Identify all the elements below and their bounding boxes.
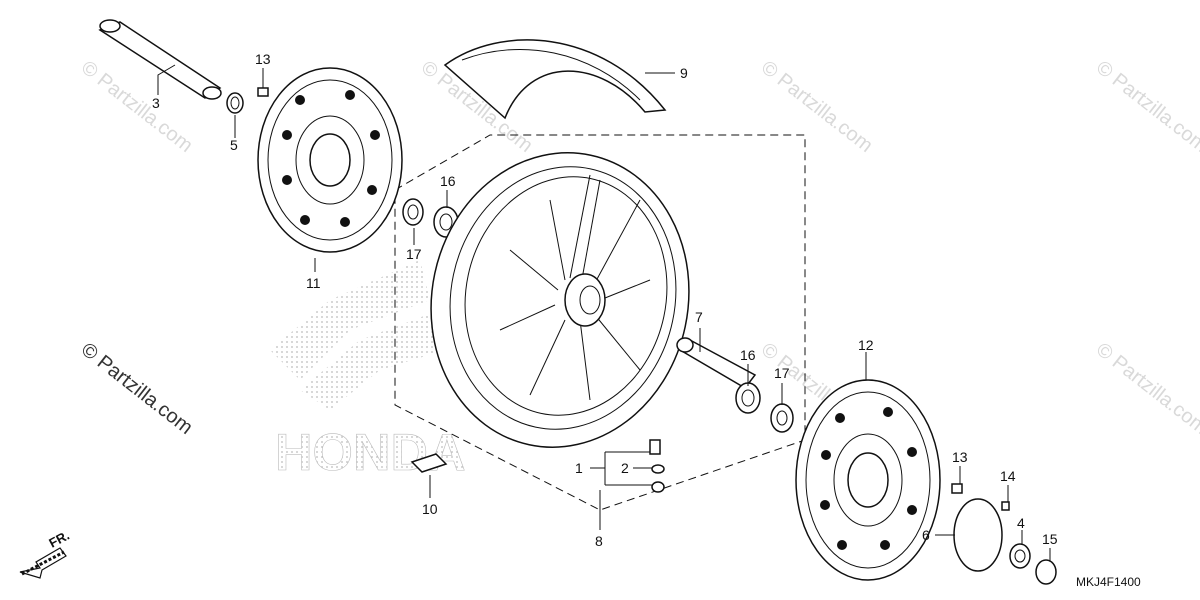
balance-weight [410, 453, 448, 473]
axle-nut [1035, 559, 1057, 585]
disc-bolt-left [257, 87, 269, 97]
direction-label: FR. [46, 528, 72, 551]
callout-15: 15 [1042, 531, 1058, 547]
watermark-top-right: © Partzilla.com [757, 57, 877, 157]
callout-13-top: 13 [255, 51, 271, 67]
collar-right [1009, 543, 1031, 569]
callout-16-right: 16 [740, 347, 756, 363]
distance-collar [676, 337, 757, 389]
callout-13-right: 13 [952, 449, 968, 465]
watermark-far-right: © Partzilla.com [1092, 57, 1200, 157]
pulser-ring [953, 498, 1003, 572]
pulser-screw [1001, 501, 1010, 511]
callout-1: 1 [575, 460, 583, 476]
callout-14: 14 [1000, 468, 1016, 484]
callout-11: 11 [306, 275, 321, 291]
axle [98, 19, 222, 100]
honda-logo-text: HONDA [275, 424, 466, 482]
callout-9: 9 [680, 65, 688, 81]
watermark-left-dark: © Partzilla.com [77, 339, 197, 439]
callout-8: 8 [595, 533, 603, 549]
callout-12: 12 [858, 337, 874, 353]
callout-6: 6 [922, 527, 930, 543]
callout-4: 4 [1017, 515, 1025, 531]
callout-5: 5 [230, 137, 238, 153]
brake-disc-right [795, 379, 941, 581]
air-valve [649, 439, 661, 455]
brake-disc-left [257, 67, 403, 253]
callout-17-right: 17 [774, 365, 790, 381]
disc-bolt-right [951, 483, 963, 494]
valve-washer [651, 464, 665, 474]
callout-10: 10 [422, 501, 438, 517]
callout-16-left: 16 [440, 173, 456, 189]
callout-3: 3 [152, 95, 160, 111]
leader-lines [157, 64, 1051, 562]
dust-seal-right [770, 403, 794, 433]
front-wheel [430, 152, 690, 448]
callout-17-left: 17 [406, 246, 422, 262]
callout-7: 7 [695, 309, 703, 325]
honda-logo: HONDA [270, 260, 466, 482]
dust-seal-left [402, 198, 424, 226]
front-direction-arrow-icon: FR. [19, 528, 72, 579]
tire [443, 39, 667, 120]
diagram-code: MKJ4F1400 [1076, 575, 1141, 589]
collar-left [226, 92, 244, 114]
callout-2: 2 [621, 460, 629, 476]
callout-labels: 3 5 13 11 9 16 17 7 16 17 12 13 14 6 4 1… [152, 51, 1058, 549]
valve-nut [651, 481, 665, 493]
bearing-right [735, 382, 761, 414]
watermark-lower-right: © Partzilla.com [1092, 339, 1200, 439]
